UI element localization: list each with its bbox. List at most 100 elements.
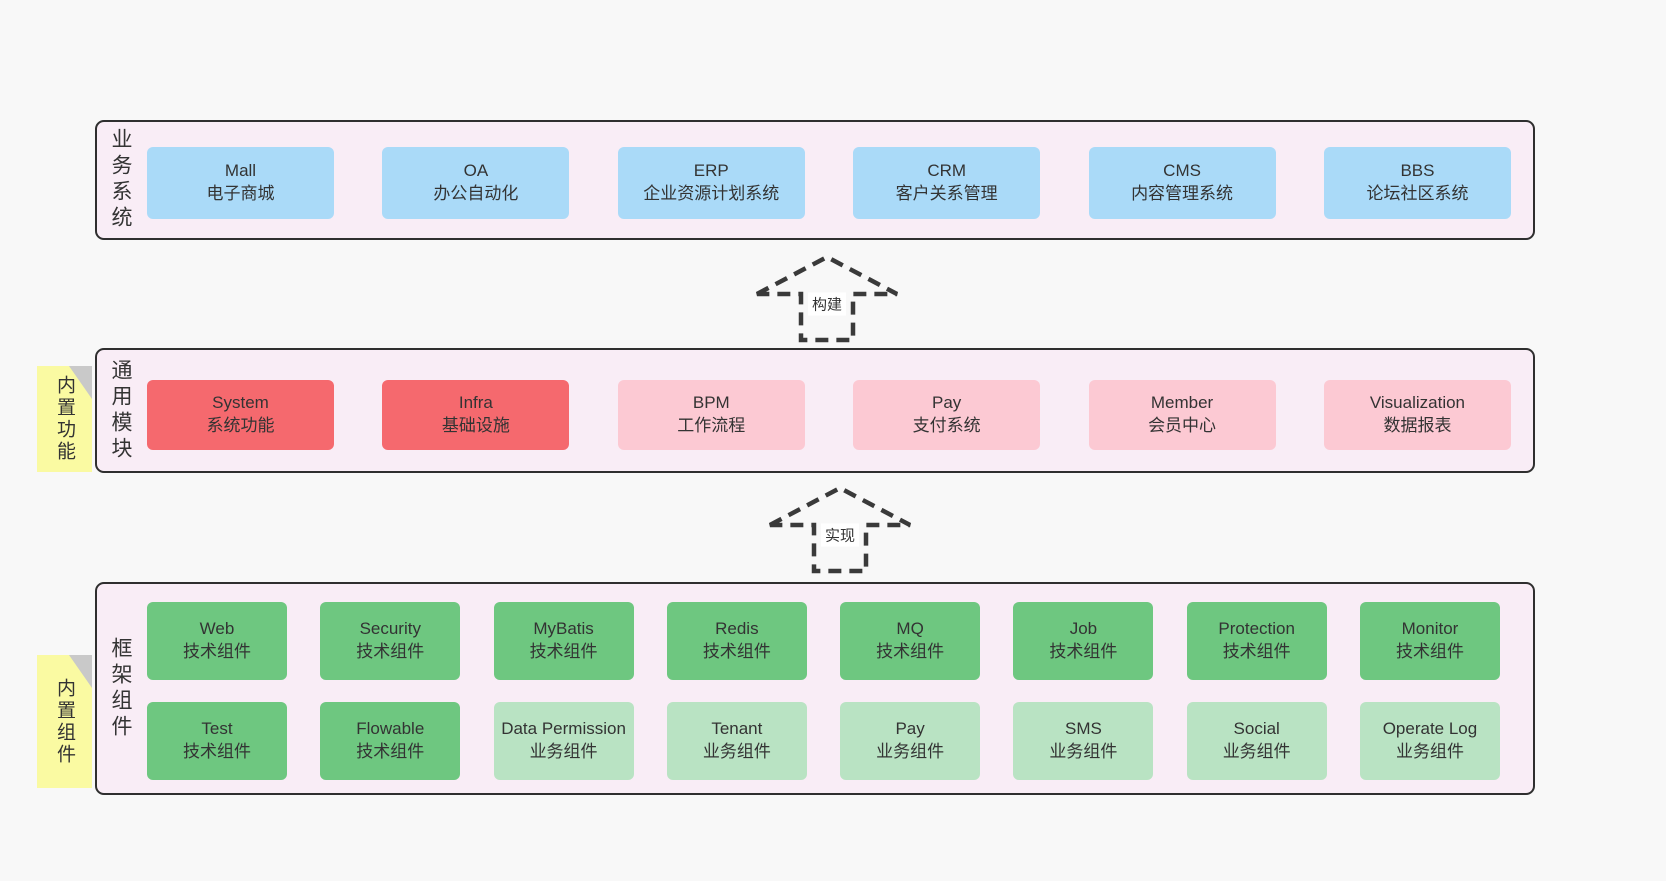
box-subtitle: 业务组件 — [876, 742, 945, 761]
build-arrow-label: 构建 — [807, 292, 847, 316]
box-subtitle: 技术组件 — [1395, 642, 1464, 661]
component-box-redis: Redis 技术组件 — [666, 602, 807, 680]
box-subtitle: 技术组件 — [183, 642, 251, 661]
box-subtitle: 系统功能 — [206, 416, 275, 435]
box-subtitle: 企业资源计划系统 — [643, 184, 780, 203]
dashed-up-arrow-icon — [755, 254, 899, 343]
common-modules-row: System 系统功能 Infra 基础设施 BPM 工作流程 Pay 支付系统… — [147, 380, 1511, 450]
component-box-mq: MQ 技术组件 — [840, 602, 981, 680]
box-subtitle: 技术组件 — [702, 642, 771, 661]
component-box-social: Social 业务组件 — [1186, 702, 1327, 780]
component-box-web: Web 技术组件 — [147, 602, 287, 680]
module-box-infra: Infra 基础设施 — [382, 380, 570, 450]
common-modules-panel: 通用模块 System 系统功能 Infra 基础设施 BPM 工作流程 Pay… — [95, 348, 1535, 473]
box-subtitle: 技术组件 — [876, 642, 945, 661]
implement-arrow-label: 实现 — [820, 523, 860, 547]
box-title: Protection — [1218, 619, 1295, 639]
system-box-cms: CMS 内容管理系统 — [1088, 147, 1276, 219]
box-subtitle: 内容管理系统 — [1131, 184, 1234, 203]
module-box-bpm: BPM 工作流程 — [617, 380, 805, 450]
box-subtitle: 技术组件 — [1049, 642, 1118, 661]
component-box-mybatis: MyBatis 技术组件 — [493, 602, 634, 680]
component-box-job: Job 技术组件 — [1013, 602, 1154, 680]
box-subtitle: 技术组件 — [529, 642, 598, 661]
box-subtitle: 数据报表 — [1383, 416, 1452, 435]
box-title: Mall — [224, 161, 257, 181]
box-subtitle: 业务组件 — [529, 742, 598, 761]
box-subtitle: 客户关系管理 — [895, 184, 998, 203]
module-box-visualization: Visualization 数据报表 — [1323, 380, 1511, 450]
system-box-bbs: BBS 论坛社区系统 — [1323, 147, 1511, 219]
box-title: CRM — [927, 161, 967, 181]
box-subtitle: 工作流程 — [677, 416, 746, 435]
component-box-sms: SMS 业务组件 — [1013, 702, 1154, 780]
box-title: Flowable — [356, 719, 425, 739]
box-title: Redis — [715, 619, 759, 639]
box-title: Web — [199, 619, 235, 639]
box-title: Monitor — [1401, 619, 1459, 639]
module-box-member: Member 会员中心 — [1088, 380, 1276, 450]
module-box-system: System 系统功能 — [147, 380, 334, 450]
implement-arrow: 实现 — [765, 483, 915, 575]
box-title: BPM — [692, 393, 730, 413]
business-systems-side-label: 业务系统 — [109, 128, 132, 232]
component-box-security: Security 技术组件 — [320, 602, 461, 680]
box-subtitle: 技术组件 — [1222, 642, 1291, 661]
box-title: Tenant — [711, 719, 763, 739]
framework-components-side-label: 框架组件 — [109, 636, 132, 741]
box-subtitle: 技术组件 — [356, 642, 425, 661]
common-modules-side-label: 通用模块 — [109, 358, 132, 463]
box-subtitle: 电子商城 — [206, 184, 275, 203]
box-title: Operate Log — [1382, 719, 1478, 739]
box-subtitle: 业务组件 — [1222, 742, 1291, 761]
component-box-pay: Pay 业务组件 — [840, 702, 981, 780]
system-box-erp: ERP 企业资源计划系统 — [617, 147, 805, 219]
box-title: Security — [359, 619, 421, 639]
component-box-test: Test 技术组件 — [147, 702, 287, 780]
builtin-functions-sticky-note: 内置功能 — [37, 366, 92, 472]
box-title: ERP — [693, 161, 729, 181]
business-systems-row: Mall 电子商城 OA 办公自动化 ERP 企业资源计划系统 CRM 客户关系… — [147, 147, 1511, 219]
business-systems-panel: 业务系统 Mall 电子商城 OA 办公自动化 ERP 企业资源计划系统 CRM… — [95, 120, 1535, 240]
box-subtitle: 技术组件 — [183, 742, 251, 761]
framework-components-row-1: Web 技术组件 Security 技术组件 MyBatis 技术组件 Redi… — [147, 602, 1500, 680]
box-subtitle: 论坛社区系统 — [1366, 184, 1469, 203]
box-title: SMS — [1064, 719, 1102, 739]
builtin-components-sticky-note: 内置组件 — [37, 655, 92, 788]
box-title: CMS — [1163, 161, 1201, 181]
build-arrow: 构建 — [752, 252, 902, 344]
box-title: MyBatis — [533, 619, 594, 639]
box-title: Pay — [932, 393, 962, 413]
sticky-note-label: 内置组件 — [54, 677, 75, 766]
box-title: Job — [1069, 619, 1098, 639]
component-box-protection: Protection 技术组件 — [1186, 602, 1327, 680]
box-subtitle: 办公自动化 — [433, 184, 519, 203]
box-subtitle: 业务组件 — [702, 742, 771, 761]
box-title: System — [212, 393, 269, 413]
box-title: Infra — [458, 393, 493, 413]
box-title: OA — [463, 161, 489, 181]
box-subtitle: 支付系统 — [912, 416, 981, 435]
framework-components-row-2: Test 技术组件 Flowable 技术组件 Data Permission … — [147, 702, 1500, 780]
module-box-pay: Pay 支付系统 — [853, 380, 1041, 450]
system-box-mall: Mall 电子商城 — [147, 147, 334, 219]
system-box-crm: CRM 客户关系管理 — [853, 147, 1041, 219]
framework-components-panel: 框架组件 Web 技术组件 Security 技术组件 MyBatis 技术组件… — [95, 582, 1535, 795]
dashed-up-arrow-icon — [768, 485, 912, 574]
component-box-data-permission: Data Permission 业务组件 — [493, 702, 634, 780]
box-title: Test — [201, 719, 233, 739]
system-box-oa: OA 办公自动化 — [382, 147, 570, 219]
component-box-tenant: Tenant 业务组件 — [666, 702, 807, 780]
box-title: Pay — [895, 719, 925, 739]
box-subtitle: 基础设施 — [441, 416, 510, 435]
component-box-monitor: Monitor 技术组件 — [1359, 602, 1500, 680]
box-subtitle: 业务组件 — [1049, 742, 1118, 761]
box-subtitle: 技术组件 — [356, 742, 425, 761]
box-title: Member — [1150, 393, 1214, 413]
box-subtitle: 业务组件 — [1395, 742, 1464, 761]
box-title: Data Permission — [501, 719, 626, 739]
sticky-note-label: 内置功能 — [54, 375, 75, 463]
box-subtitle: 会员中心 — [1148, 416, 1217, 435]
box-title: Social — [1233, 719, 1280, 739]
box-title: Visualization — [1369, 393, 1466, 413]
